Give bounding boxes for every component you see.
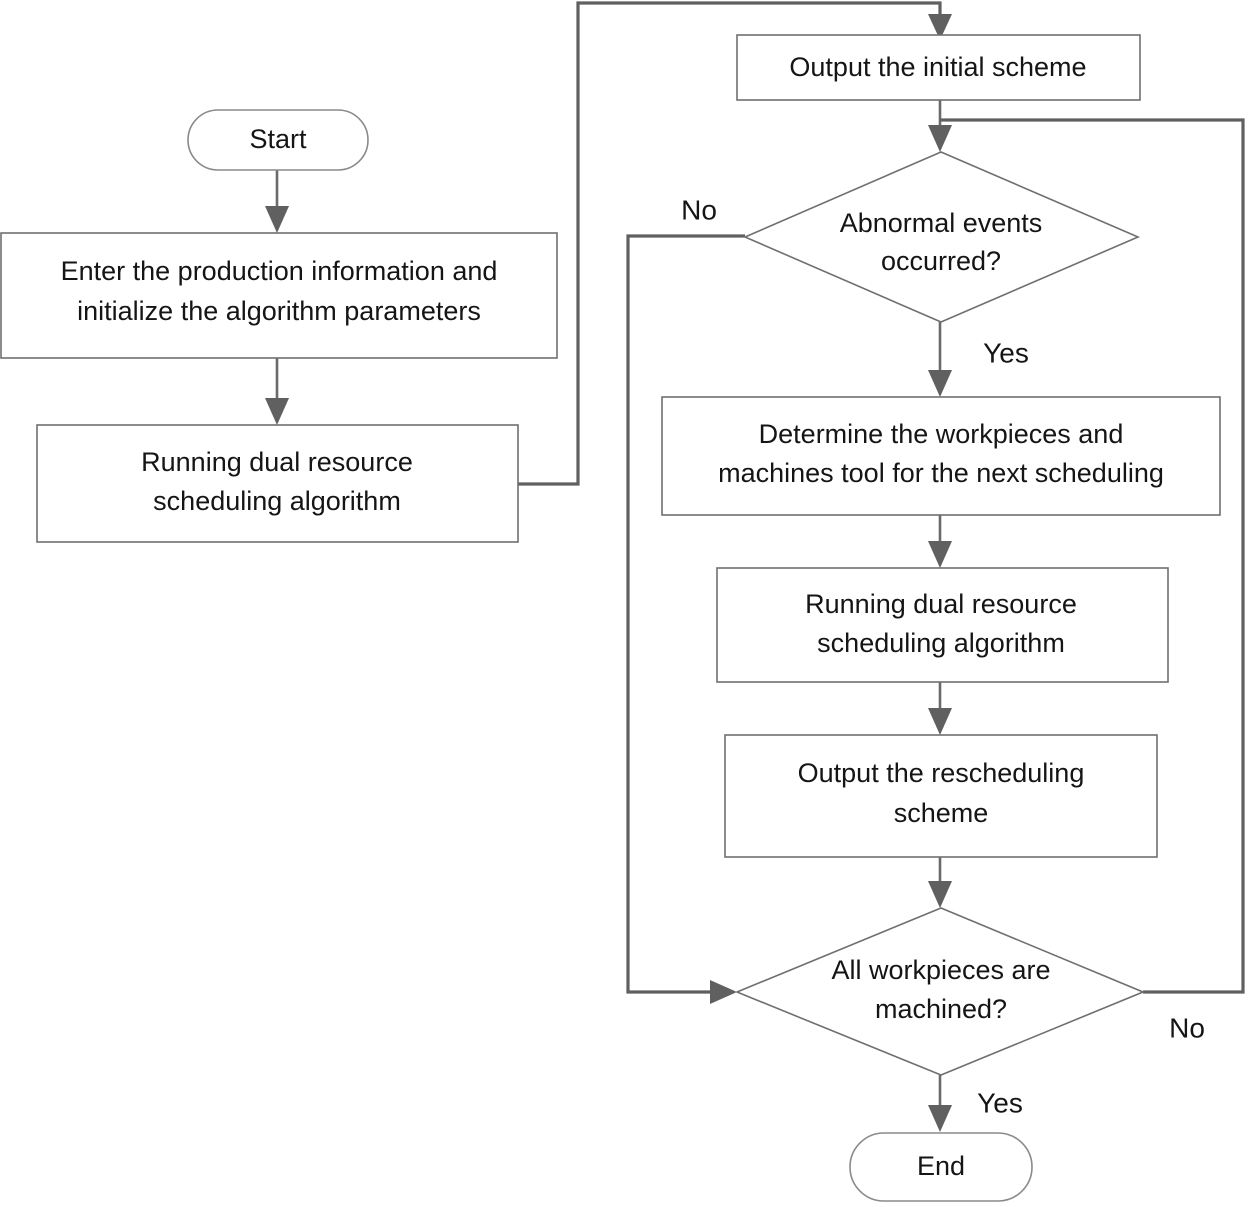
edge-output-initial-to-abnormal — [928, 100, 952, 152]
node-all-workpieces-machined-decision-line1: All workpieces are — [831, 955, 1050, 985]
node-output-initial-scheme-shape — [736, 34, 1141, 101]
edge-run1-to-output-initial — [518, 1, 952, 486]
edge-label-allmachined-no: No — [1169, 1012, 1205, 1043]
node-determine-workpieces-machines-line2: machines tool for the next scheduling — [718, 458, 1164, 488]
node-running-dual-resource-reschedule-line1: Running dual resource — [805, 589, 1077, 619]
node-determine-workpieces-machines-line1: Determine the workpieces and — [759, 419, 1124, 449]
node-output-initial-scheme-label: Output the initial scheme — [789, 52, 1086, 82]
node-start-shape — [187, 109, 369, 171]
node-all-workpieces-machined-decision[interactable]: All workpieces are machined? — [734, 907, 1146, 1076]
node-start-label: Start — [249, 124, 307, 154]
node-running-dual-resource-initial-shape — [36, 424, 519, 543]
edge-run2-to-output-rescheduling — [928, 682, 952, 735]
node-end-label: End — [917, 1151, 965, 1181]
edge-enter-to-run1 — [265, 358, 289, 425]
node-end-shape — [849, 1132, 1033, 1202]
edge-allmachined-no-loopback — [940, 118, 1245, 994]
node-running-dual-resource-reschedule-line2: scheduling algorithm — [817, 628, 1065, 658]
edge-label-abnormal-yes: Yes — [983, 337, 1029, 368]
edge-label-allmachined-yes: Yes — [977, 1087, 1023, 1118]
node-abnormal-events-decision[interactable]: Abnormal events occurred? — [742, 151, 1141, 323]
node-running-dual-resource-reschedule[interactable]: Running dual resource scheduling algorit… — [716, 567, 1169, 683]
node-running-dual-resource-initial[interactable]: Running dual resource scheduling algorit… — [36, 424, 519, 543]
edge-label-abnormal-no: No — [681, 194, 717, 225]
node-all-workpieces-machined-decision-line2: machined? — [875, 994, 1007, 1024]
node-enter-production-info-line1: Enter the production information and — [61, 256, 498, 286]
node-abnormal-events-decision-shape — [742, 151, 1141, 323]
node-enter-production-info-line2: initialize the algorithm parameters — [77, 296, 481, 326]
node-running-dual-resource-initial-line1: Running dual resource — [141, 447, 413, 477]
node-determine-workpieces-machines-shape — [661, 396, 1221, 516]
node-output-rescheduling-scheme-line2: scheme — [894, 798, 989, 828]
node-running-dual-resource-initial-line2: scheduling algorithm — [153, 486, 401, 516]
node-running-dual-resource-reschedule-shape — [716, 567, 1169, 683]
node-all-workpieces-machined-decision-shape — [734, 907, 1146, 1076]
node-determine-workpieces-machines[interactable]: Determine the workpieces and machines to… — [661, 396, 1221, 516]
node-enter-production-info-shape — [0, 232, 558, 359]
edge-allmachined-yes-to-end — [928, 1075, 952, 1132]
node-abnormal-events-decision-line1: Abnormal events — [840, 208, 1043, 238]
edge-start-to-enter — [265, 170, 289, 233]
node-output-rescheduling-scheme[interactable]: Output the rescheduling scheme — [724, 734, 1158, 858]
node-output-initial-scheme[interactable]: Output the initial scheme — [736, 34, 1141, 101]
edge-abnormal-no-to-allmachined — [626, 234, 745, 1004]
node-enter-production-info[interactable]: Enter the production information and ini… — [0, 232, 558, 359]
node-end[interactable]: End — [849, 1132, 1033, 1202]
node-output-rescheduling-scheme-shape — [724, 734, 1158, 858]
node-output-rescheduling-scheme-line1: Output the rescheduling — [798, 758, 1085, 788]
edge-determine-to-run2 — [928, 515, 952, 568]
edge-abnormal-yes-to-determine — [928, 322, 952, 397]
edge-output-rescheduling-to-allmachined — [928, 857, 952, 908]
node-start[interactable]: Start — [187, 109, 369, 171]
node-abnormal-events-decision-line2: occurred? — [881, 246, 1001, 276]
